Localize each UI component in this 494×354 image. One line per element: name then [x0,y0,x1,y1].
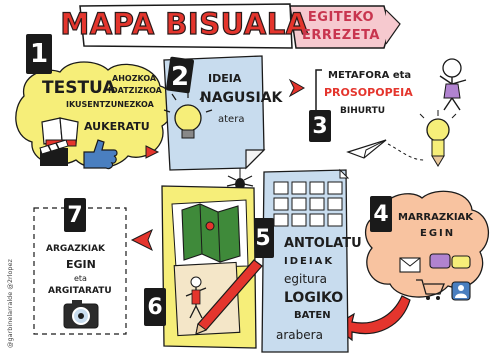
step2-line-1: IDEIA [208,72,242,85]
envelope-icon [399,257,421,273]
subtitle-line-1: EGITEKO [307,10,375,25]
map-icon [181,203,241,263]
step5-line-2: IDEIAK [284,256,335,267]
grid-icon [273,181,343,227]
books-icon [41,117,79,147]
step3-line-1: METAFORA eta [328,70,412,81]
person-icon [451,281,471,301]
step5-line-5: BATEN [294,310,331,321]
step4-black-tag [370,196,392,232]
credit-text: @garbinelarralde @2rlopez [6,259,14,348]
step4-cloud [364,190,490,298]
step6-figure-card [173,261,241,337]
step1-heading: TESTUA [42,78,116,98]
step7-line-4: ARGITARATU [48,286,112,296]
step3-bracket [309,69,331,142]
step2-black-tag [166,56,194,94]
step3-line-2: PROSOPOPEIA [324,86,413,99]
step6-black-tag [144,288,166,326]
step3-line-3: BIHURTU [340,106,386,116]
cart-icon [416,279,445,300]
arrow-6-to-7 [130,228,153,252]
step1-line-5: AUKERATU [84,120,150,133]
step5-black-tag [252,218,274,258]
arrow-2-to-3 [288,78,306,98]
lightbulb-pencil-icon [419,110,457,167]
thumbs-up-icon [83,139,118,170]
step6-number: 6 [147,294,163,320]
step1-line-2: AHOZKOA [112,74,157,83]
lightbulb-icon [163,90,213,139]
pencil-icon [195,259,263,335]
step5-line-1: ANTOLATU [284,236,362,251]
step1-line-4: IKUSENTZUNEZKOA [66,100,154,109]
paper-plane-icon [346,139,425,161]
step5-line-6: arabera [276,328,323,342]
step7-line-2: EGIN [66,258,96,271]
step3-number: 3 [312,113,328,139]
step1-black-tag [26,34,52,74]
clapperboard-icon [39,139,69,166]
step4-line-1: MARRAZKIAK [398,212,474,223]
step7-line-3: eta [74,274,87,283]
subtitle-line-2: ERREZETA [301,28,380,43]
chat-icon [429,253,471,269]
step5-number: 5 [255,225,271,251]
title-banner [79,3,293,49]
step1-number: 1 [29,39,49,69]
camera-icon [63,300,99,329]
step7-number: 7 [67,202,83,228]
step2-line-2: NAGUSIAK [200,90,283,106]
step5-line-3: egitura [284,272,327,286]
step4-number: 4 [373,201,389,227]
page-title: MAPA BISUALA [60,6,309,41]
arrow-1-to-2 [145,145,160,159]
step1-line-3: IDATZIZKOA [108,86,162,95]
subtitle-banner [289,5,401,49]
step2-number: 2 [170,62,190,92]
step7-line-1: ARGAZKIAK [46,244,106,254]
step5-line-4: LOGIKO [284,290,344,306]
step4-line-2: EGIN [420,228,456,239]
stick-figure-icon [439,58,467,111]
step2-line-3: atera [218,114,245,125]
